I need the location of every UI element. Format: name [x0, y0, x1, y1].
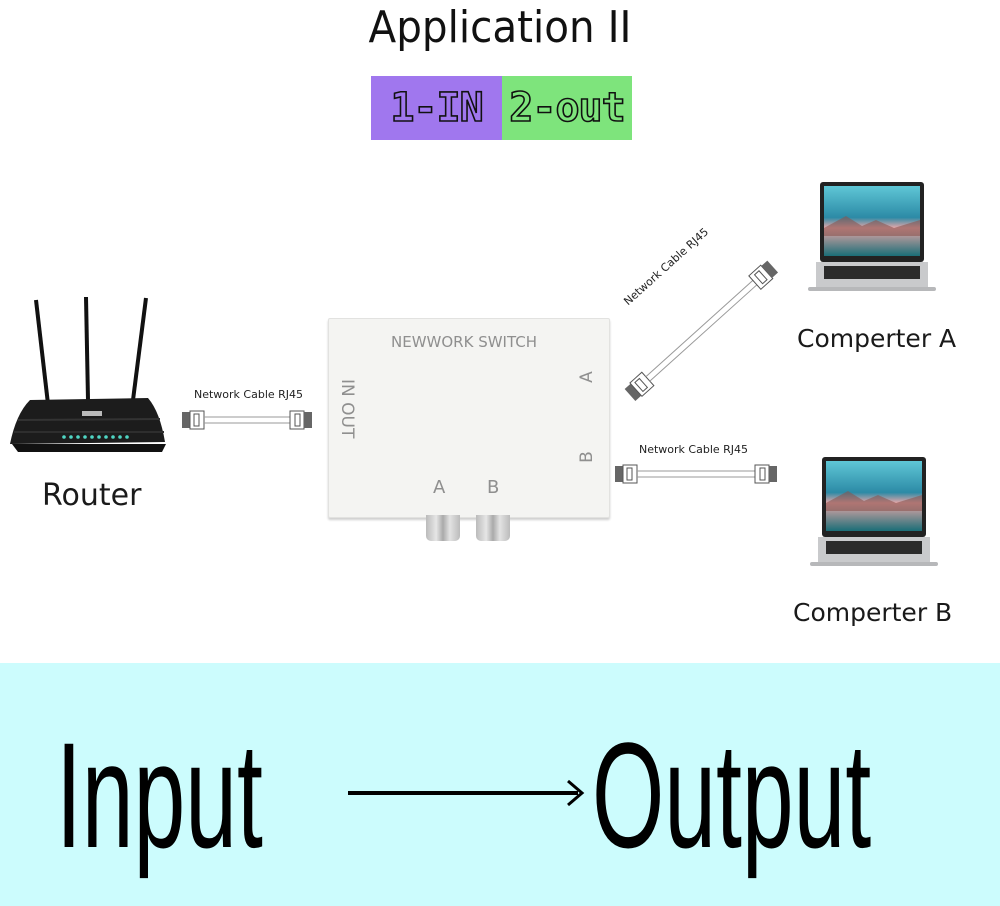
router-label: Router [42, 478, 142, 513]
switch-button-a[interactable] [426, 515, 460, 541]
arrow-right-icon [346, 778, 586, 812]
page-title: Application II [368, 2, 632, 53]
router [8, 292, 173, 457]
computer-b [808, 455, 940, 573]
switch-button-b[interactable] [476, 515, 510, 541]
laptop-icon [810, 457, 938, 566]
badge-2-out: 2-out [502, 76, 632, 140]
computer-a [806, 180, 938, 298]
router-icon [10, 296, 166, 452]
rj45-cable-icon [624, 260, 779, 401]
switch-port-in-out-label: IN OUT [337, 379, 357, 439]
laptop-icon [808, 182, 936, 291]
io-banner: Input Output [0, 663, 1000, 906]
switch-button-a-label: A [433, 477, 446, 498]
network-cable-2 [618, 250, 788, 414]
network-cable-1 [182, 409, 324, 435]
computer-b-label: Comperter B [793, 598, 953, 627]
switch-port-b-label: B [576, 451, 597, 463]
switch-button-b-label: B [487, 477, 500, 498]
mode-badge: 1-IN 2-out [371, 76, 632, 140]
rj45-cable-icon [615, 464, 777, 484]
computer-a-label: Comperter A [797, 324, 957, 353]
cable-label-1: Network Cable RJ45 [194, 388, 304, 401]
badge-1-in: 1-IN [371, 76, 502, 140]
cable-label-3: Network Cable RJ45 [639, 443, 749, 456]
switch-port-a-label: A [576, 371, 597, 383]
network-switch: NEWWORK SWITCH IN OUT A B A B [328, 318, 610, 518]
network-cable-3 [615, 463, 787, 489]
input-word: Input [56, 711, 263, 879]
output-word: Output [592, 711, 872, 879]
switch-title: NEWWORK SWITCH [391, 333, 538, 351]
rj45-cable-icon [182, 410, 312, 430]
